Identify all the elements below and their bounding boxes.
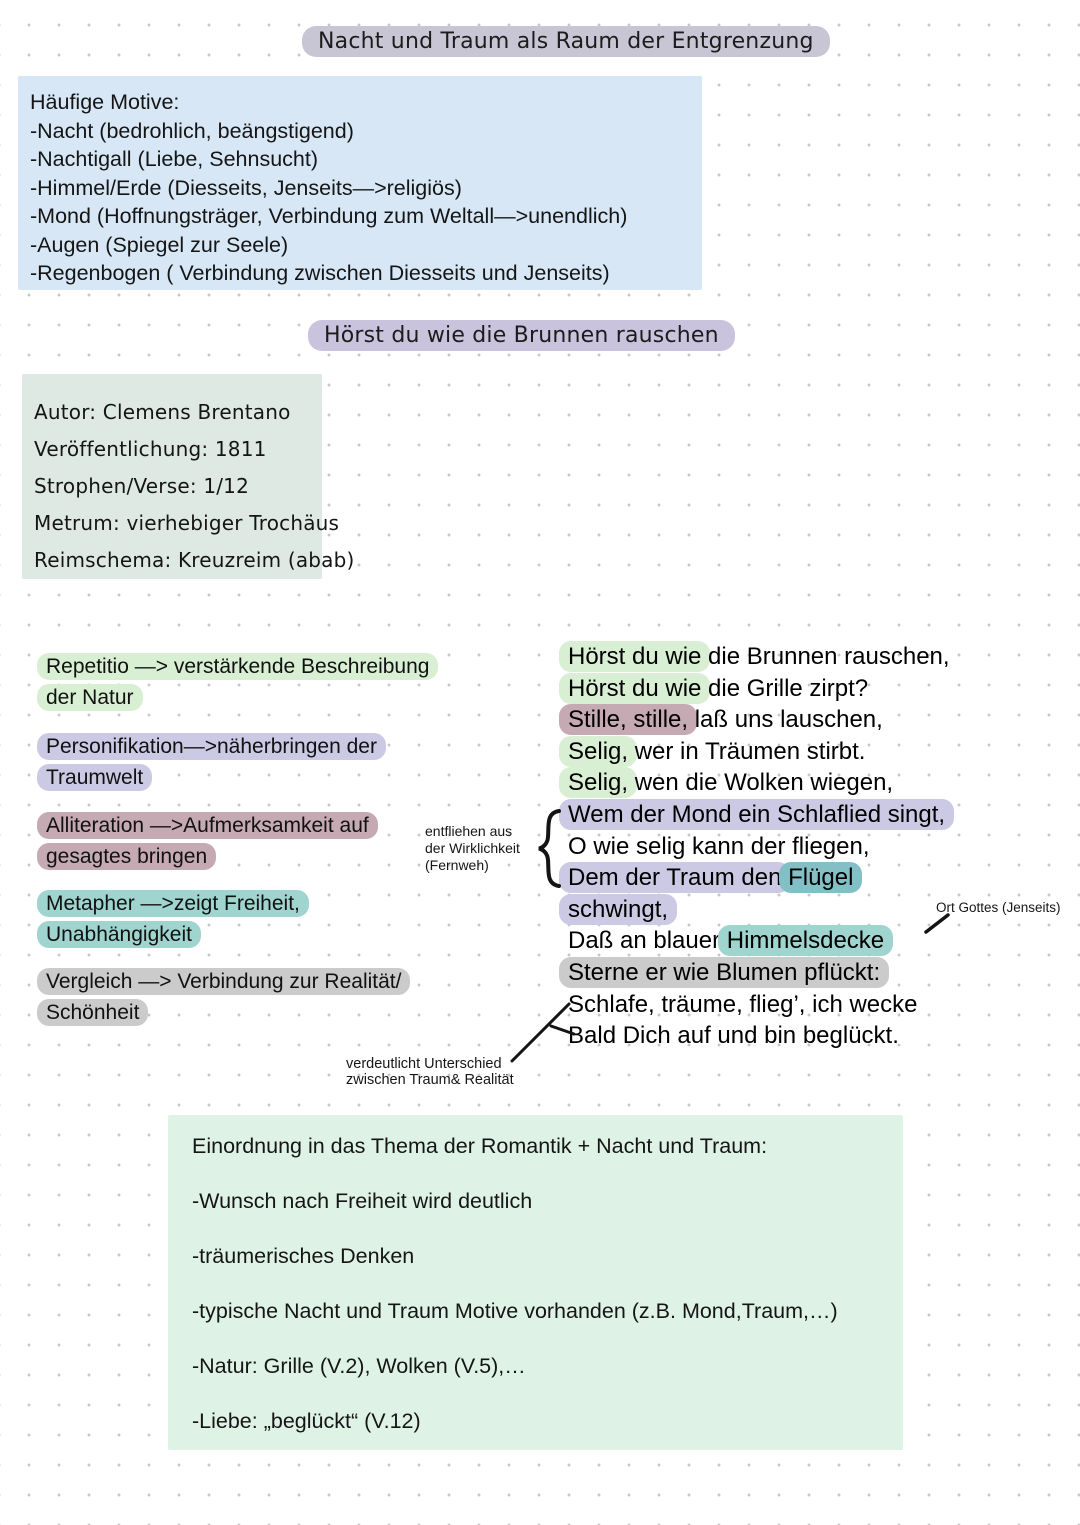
classification-list: -Wunsch nach Freiheit wird deutlich -träu… [192, 1187, 903, 1435]
device-item: Alliteration —>Aufmerksamkeit auf gesagte… [37, 810, 378, 872]
device-line: der Natur [37, 682, 429, 713]
difference-pointer-line [510, 1002, 576, 1063]
poem-highlight-segment: Selig, [559, 767, 638, 799]
device-line: Unabhängigkeit [37, 919, 300, 950]
difference-annotation-line: zwischen Traum& Realität [346, 1072, 514, 1088]
gods-place-annotation: Ort Gottes (Jenseits) [936, 900, 1061, 915]
poem-line: Hörst du wie die Grille zirpt? [559, 672, 950, 705]
device-line: Vergleich —> Verbindung zur Realität/ [37, 966, 411, 997]
poem-segment: wen die Wolken wiegen, [628, 769, 894, 797]
classification-heading: Einordnung in das Thema der Romantik + N… [192, 1134, 768, 1158]
device-line: Traumwelt [37, 762, 377, 793]
device-highlight: gesagtes bringen [37, 843, 217, 870]
device-line: gesagtes bringen [37, 841, 369, 872]
poem-segment: Bald Dich auf und bin beglückt. [568, 1022, 899, 1050]
motif-item: -Regenbogen ( Verbindung zwischen Diesse… [30, 261, 610, 285]
device-highlight: Repetitio —> verstärkende Beschreibung [37, 653, 439, 680]
curly-brace [538, 809, 561, 888]
motifs-box: Häufige Motive: -Nacht (bedrohlich, beän… [18, 76, 702, 290]
classification-item: -typische Nacht und Traum Motive vorhand… [192, 1299, 838, 1323]
poem-segment: Schlafe, träume, flieg’, ich wecke [568, 990, 918, 1018]
motifs-heading: Häufige Motive: [30, 90, 180, 114]
difference-annotation-line: verdeutlicht Unterschied [346, 1056, 502, 1072]
page-title: Nacht und Traum als Raum der Entgrenzung [302, 26, 830, 57]
device-line: Metapher —>zeigt Freiheit, [37, 888, 309, 919]
classification-item: -Wunsch nach Freiheit wird deutlich [192, 1189, 533, 1213]
motif-item: -Nacht (bedrohlich, beängstigend) [30, 118, 354, 143]
motif-item: -Mond (Hoffnungsträger, Verbindung zum W… [30, 204, 628, 228]
device-highlight: Metapher —>zeigt Freiheit, [37, 890, 309, 917]
device-item: Vergleich —> Verbindung zur Realität/Sch… [37, 966, 411, 1028]
poem-segment: wer in Träumen stirbt. [628, 737, 866, 765]
poem-line: Daß an blauer Himmelsdecke [568, 925, 950, 957]
poem-highlight-segment: Selig, [559, 735, 638, 767]
device-highlight: Personifikation—>näherbringen der [37, 733, 386, 760]
motif-item: -Nachtigall (Liebe, Sehnsucht) [30, 147, 319, 171]
classification-item: -Natur: Grille (V.2), Wolken (V.5),… [192, 1354, 526, 1378]
poem-line: Bald Dich auf und bin beglückt. [568, 1020, 950, 1052]
escape-annotation-line: entfliehen aus [425, 823, 513, 839]
poem-highlight-segment: Hörst du wie [559, 672, 711, 704]
device-line: Alliteration —>Aufmerksamkeit auf [37, 810, 378, 841]
poem-segment: die Brunnen rauschen, [701, 643, 950, 670]
poem-line: Selig, wen die Wolken wiegen, [559, 767, 950, 799]
poem-segment: die Grille zirpt? [701, 674, 869, 702]
device-line: Schönheit [37, 997, 401, 1028]
poem-info-line: Reimschema: Kreuzreim (abab) [34, 548, 355, 572]
device-highlight: Vergleich —> Verbindung zur Realität/ [37, 968, 411, 995]
poem-highlight-segment: Flügel [779, 862, 863, 894]
poem-info-line: Veröffentlichung: 1811 [34, 437, 267, 461]
poem-line: Dem der Traum den Flügel [559, 862, 950, 894]
poem-line: Stille, stille, laß uns lauschen, [559, 704, 950, 736]
poem-info-line: Autor: Clemens Brentano [34, 400, 291, 424]
motif-item: -Augen (Spiegel zur Seele) [30, 232, 289, 257]
poem-highlight-segment: Himmelsdecke [717, 925, 894, 957]
escape-annotation-line: (Fernweh) [425, 857, 489, 873]
poem-segment: Daß an blauer [568, 927, 727, 955]
poem-info-line: Metrum: vierhebiger Trochäus [34, 511, 340, 535]
classification-item: -träumerisches Denken [192, 1244, 415, 1268]
device-item: Metapher —>zeigt Freiheit, Unabhängigkeit [37, 888, 309, 950]
poem-segment: O wie selig kann der fliegen, [568, 832, 870, 860]
motifs-list: -Nacht (bedrohlich, beängstigend) -Nachti… [30, 117, 702, 288]
device-highlight: der Natur [37, 684, 143, 711]
poem-info-line: Strophen/Verse: 1/12 [34, 474, 250, 498]
device-item: Repetitio —> verstärkende Beschreibung de… [37, 651, 439, 713]
motif-item: -Himmel/Erde (Diesseits, Jenseits—>relig… [30, 175, 462, 200]
poem-highlight-segment: Sterne er wie Blumen pflückt: [559, 956, 890, 988]
device-line: Repetitio —> verstärkende Beschreibung [37, 651, 439, 682]
poem-line: schwingt, [559, 893, 950, 926]
poem-line: Wem der Mond ein Schlaflied singt, [559, 798, 955, 831]
escape-annotation-line: der Wirklichkeit [425, 840, 520, 856]
poem-highlight-segment: Stille, stille, [559, 704, 698, 736]
poem-text: Hörst du wie die Brunnen rauschen,Hörst … [559, 641, 955, 1052]
poem-title: Hörst du wie die Brunnen rauschen [308, 320, 735, 351]
poem-line: Hörst du wie die Brunnen rauschen, [559, 641, 950, 673]
device-highlight: Alliteration —>Aufmerksamkeit auf [37, 812, 378, 839]
device-highlight: Schönheit [37, 999, 149, 1026]
poem-highlight-segment: schwingt, [559, 893, 678, 925]
classification-box: Einordnung in das Thema der Romantik + N… [168, 1115, 903, 1450]
poem-highlight-segment: Dem der Traum den [559, 862, 791, 894]
poem-line: Sterne er wie Blumen pflückt: [559, 956, 950, 989]
poem-line: O wie selig kann der fliegen, [568, 831, 950, 863]
poem-line: Selig, wer in Träumen stirbt. [559, 735, 950, 768]
poem-highlight-segment: Wem der Mond ein Schlaflied singt, [559, 798, 955, 830]
device-highlight: Unabhängigkeit [37, 921, 201, 948]
poem-line: Schlafe, träume, flieg’, ich wecke [568, 989, 950, 1021]
classification-item: -Liebe: „beglückt“ (V.12) [192, 1409, 421, 1433]
poem-segment: laß uns lauschen, [688, 706, 883, 734]
device-line: Personifikation—>näherbringen der [37, 731, 386, 762]
poem-highlight-segment: Hörst du wie [559, 641, 711, 672]
device-highlight: Traumwelt [37, 764, 153, 791]
